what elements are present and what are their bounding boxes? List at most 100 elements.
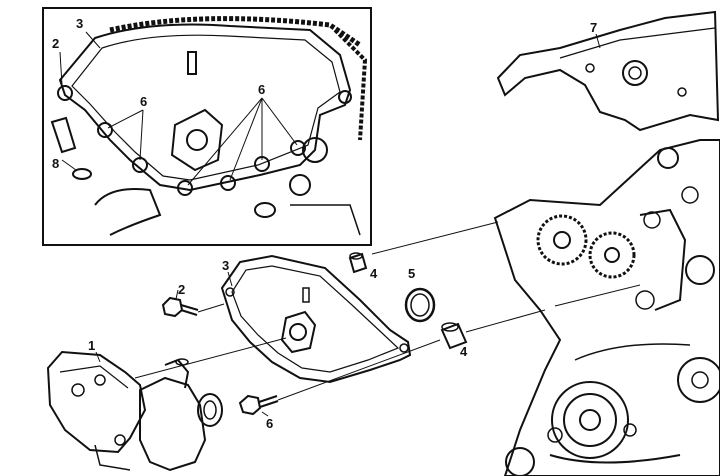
alignment-lines <box>134 221 641 401</box>
o-ring-5: 5 <box>404 266 436 323</box>
housing-bolt <box>94 374 106 386</box>
cover-leader <box>595 33 601 49</box>
inset-bolt-hole <box>177 180 193 196</box>
alignment-line <box>554 284 641 307</box>
inset-leader <box>261 97 298 146</box>
callout-6: 6 <box>266 416 273 431</box>
callout-1: 1 <box>88 338 95 353</box>
inset-leader <box>85 31 101 49</box>
sleeve-4-upper: 4 <box>348 252 378 281</box>
engine-port <box>657 147 679 169</box>
inset-leader <box>61 159 77 171</box>
cylinder-head-cover: 7 <box>496 10 720 132</box>
inset-bolt-hole <box>220 175 236 191</box>
housing-outlet <box>139 376 207 472</box>
callout-2: 2 <box>178 282 185 297</box>
inset-callout-6b: 6 <box>258 82 265 97</box>
pulley-bolt <box>623 423 637 437</box>
callout-3: 3 <box>222 258 229 273</box>
inset-boss <box>289 174 311 196</box>
inset-frame <box>42 7 372 246</box>
callout-7: 7 <box>590 20 597 35</box>
cover-filler-cap <box>622 60 648 86</box>
inset-slot <box>187 51 197 75</box>
gasket-flange <box>280 310 317 354</box>
inset-leader <box>187 97 263 186</box>
inset-leader <box>107 109 144 129</box>
inset-bolt-hole <box>338 90 352 104</box>
thermostat-housing-1: 1 <box>46 338 223 472</box>
cover-outline <box>496 10 720 132</box>
inset-bolt-hole <box>290 140 306 156</box>
idler-hub <box>691 371 709 389</box>
bolt-2-head <box>161 296 184 318</box>
bolt-6: 6 <box>238 394 279 431</box>
cover-ridge <box>559 27 716 59</box>
inset-boss <box>302 137 328 163</box>
inset-cover-gasket <box>58 23 352 192</box>
inset-chain-side <box>333 28 368 141</box>
inset-edge <box>290 204 361 236</box>
housing-neck <box>164 358 190 389</box>
tensioner-pin <box>643 211 661 229</box>
engine-port <box>685 255 715 285</box>
engine-block-outline <box>493 139 720 476</box>
callout-4-upper: 4 <box>370 266 378 281</box>
inset-pipe <box>94 188 162 236</box>
camshaft-sprocket <box>588 231 636 279</box>
gasket-bolt-hole <box>399 343 409 353</box>
sleeve-4-upper-body <box>348 252 368 274</box>
inset-detail: 2 3 6 6 8 <box>42 7 372 246</box>
housing-port <box>197 393 223 427</box>
crank-pulley <box>551 381 629 459</box>
bolt-6-leader <box>261 411 269 417</box>
housing-body <box>46 350 147 454</box>
sleeve-4-upper-end <box>349 252 363 260</box>
alignment-line <box>465 309 546 333</box>
bolt-2-shank <box>180 304 199 316</box>
engine-block <box>493 139 720 476</box>
inset-callout-6a: 6 <box>140 94 147 109</box>
bolt-6-head <box>238 394 262 416</box>
housing-leader <box>95 351 101 363</box>
cover-boss <box>677 87 687 97</box>
idler-pulley <box>677 357 720 403</box>
housing-flange <box>94 444 131 471</box>
inset-flange-port <box>186 129 208 151</box>
o-ring-5-inner <box>410 293 430 317</box>
bolt-2: 2 <box>161 282 199 318</box>
camshaft-hub <box>553 231 571 249</box>
gasket-leader <box>227 271 233 287</box>
crank-pulley-hub <box>579 409 601 431</box>
alignment-line <box>371 221 499 255</box>
engine-edge <box>574 343 691 361</box>
cover-boss <box>585 63 595 73</box>
camshaft-sprocket <box>536 214 588 266</box>
inset-cover-inner <box>71 34 341 181</box>
inset-flange <box>170 108 224 172</box>
inset-callout-3: 3 <box>76 16 83 31</box>
inset-fitting <box>254 202 276 218</box>
timing-cover-gasket: 3 <box>220 254 412 384</box>
gasket-slot <box>302 287 310 303</box>
engine-port <box>681 186 699 204</box>
inset-callout-2: 2 <box>52 36 59 51</box>
bolt-2-leader <box>175 289 179 300</box>
tensioner <box>639 208 687 311</box>
alignment-line <box>277 339 441 401</box>
camshaft-hub <box>604 247 620 263</box>
engine-port <box>635 290 655 310</box>
inset-leader <box>229 97 263 181</box>
alignment-line <box>134 337 287 379</box>
inset-sleeve <box>50 116 77 154</box>
inset-bolt-hole <box>57 85 73 101</box>
callout-4-lower: 4 <box>460 344 468 359</box>
sleeve-4-lower-end <box>441 322 459 332</box>
inset-bolt-hole <box>97 122 113 138</box>
housing-nipple <box>175 358 189 366</box>
sleeve-4-lower-body <box>440 322 468 350</box>
inset-leader <box>59 51 63 86</box>
inset-timing-chain <box>109 16 362 48</box>
inset-leader <box>139 109 144 161</box>
